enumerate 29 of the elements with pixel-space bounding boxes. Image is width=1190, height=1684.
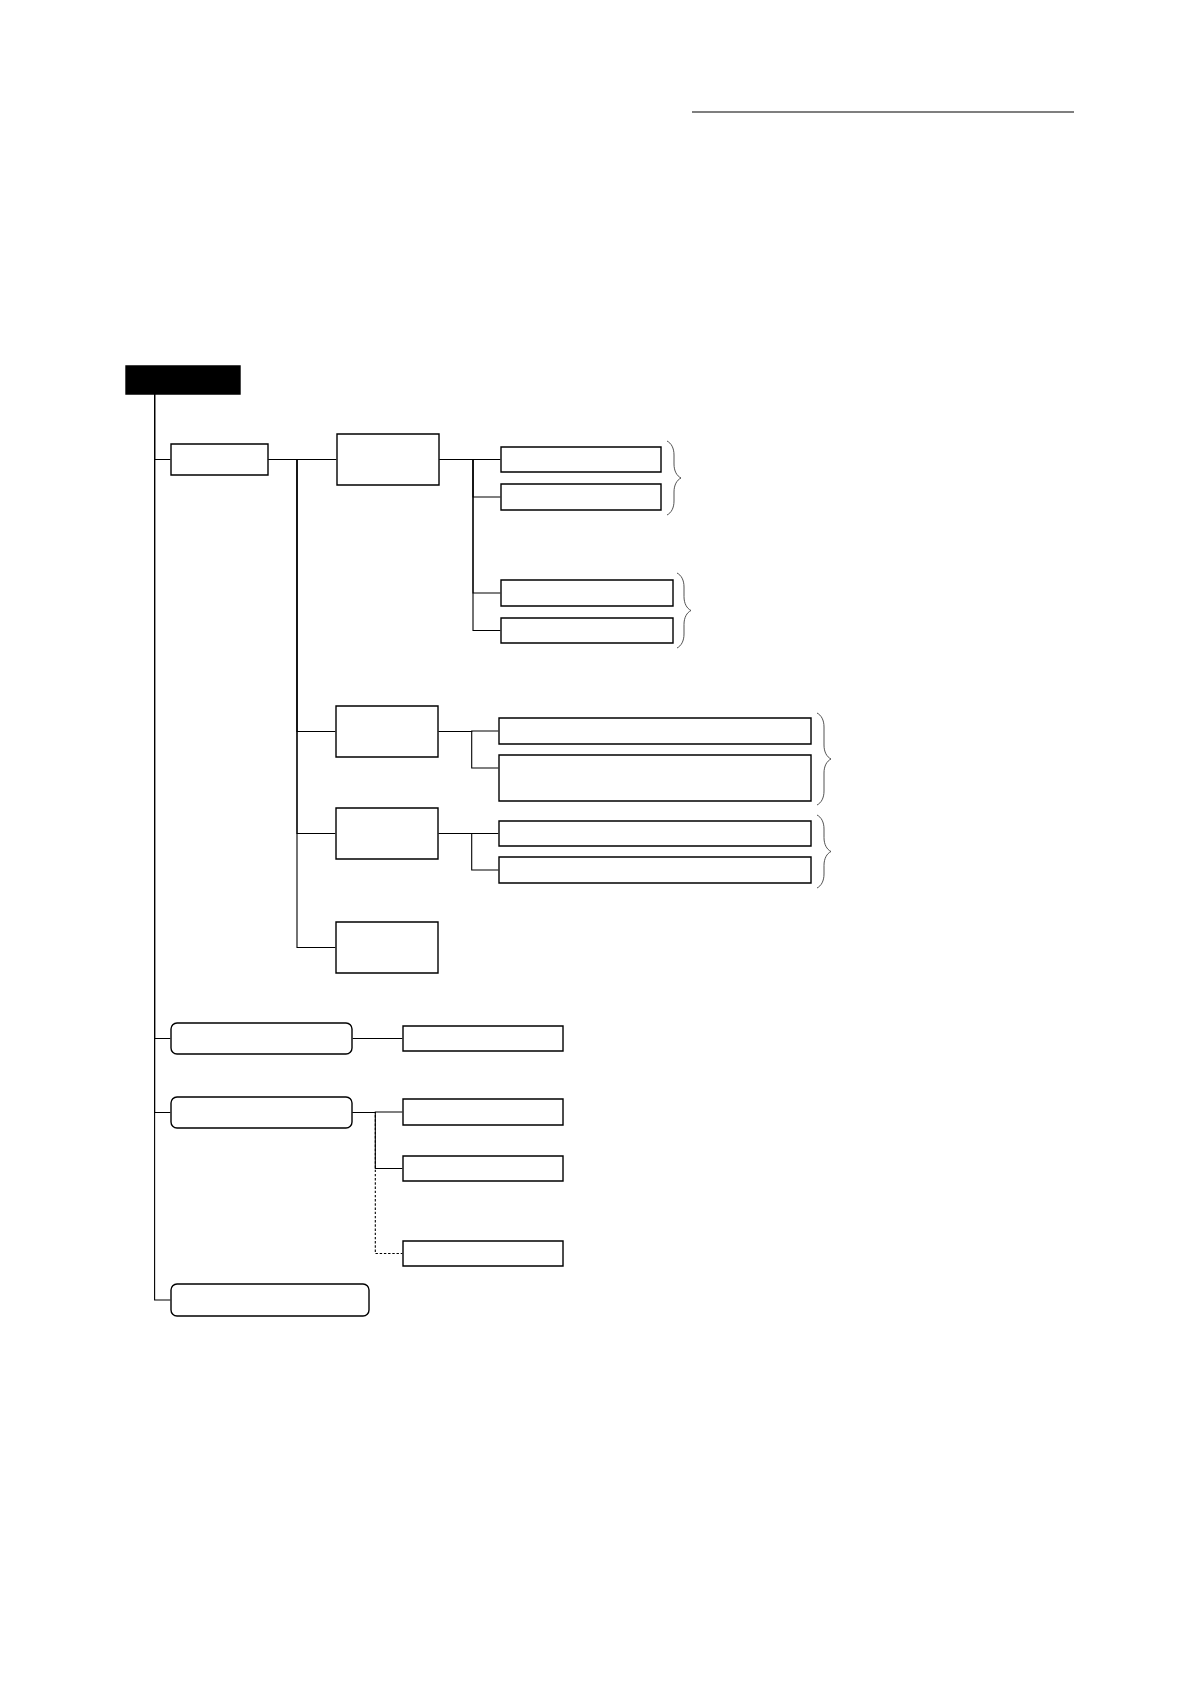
box	[402, 1098, 564, 1126]
connector-line	[352, 1111, 403, 1255]
connector-line	[352, 1111, 403, 1170]
box	[500, 617, 674, 644]
box	[500, 579, 674, 607]
rounded-box	[170, 1022, 353, 1055]
box	[170, 443, 269, 476]
box	[500, 446, 662, 473]
box	[498, 754, 812, 802]
connector-line	[352, 1037, 403, 1040]
box	[402, 1155, 564, 1182]
box	[498, 856, 812, 884]
box	[335, 705, 439, 758]
box	[500, 483, 662, 511]
rounded-box	[170, 1096, 353, 1129]
box	[498, 820, 812, 847]
box	[498, 717, 812, 745]
filled-box	[125, 365, 241, 395]
connector-line	[439, 458, 501, 632]
connector-line	[438, 832, 499, 871]
box	[402, 1240, 564, 1267]
box	[402, 1025, 564, 1052]
connector-line	[438, 730, 499, 769]
connector-line	[268, 458, 336, 949]
connector-line	[154, 393, 171, 1301]
box	[335, 921, 439, 974]
rounded-box	[170, 1283, 370, 1317]
box	[335, 807, 439, 860]
box	[336, 433, 440, 486]
